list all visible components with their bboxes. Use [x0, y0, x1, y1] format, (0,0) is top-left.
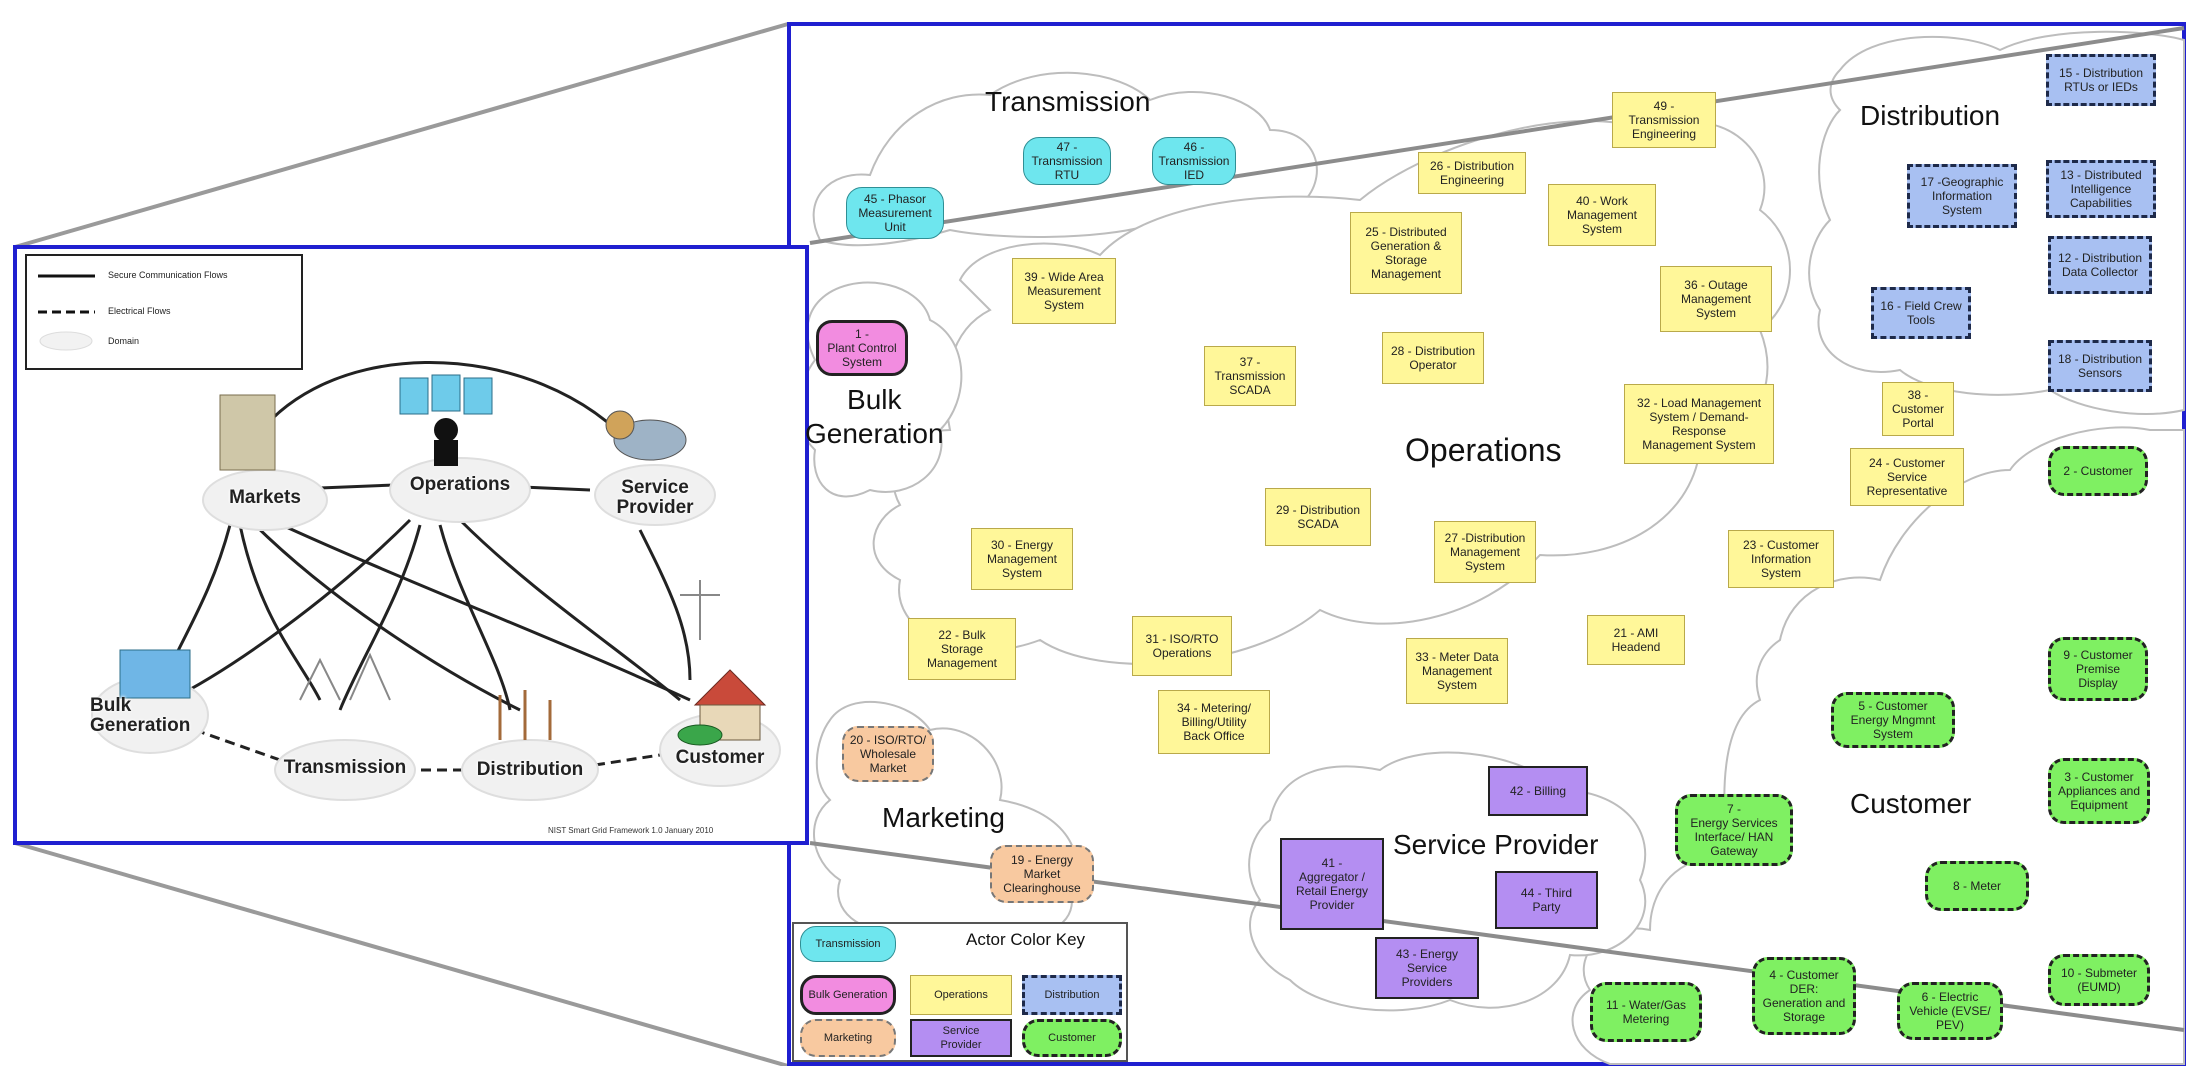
overview-label-bulk-generation: Bulk Generation	[90, 695, 191, 736]
actor-box-7: 7 - Energy Services Interface/ HAN Gatew…	[1675, 794, 1793, 866]
domain-label-bulk-generation: Bulk Generation	[805, 384, 944, 449]
actor-box-2: 2 - Customer	[2048, 446, 2148, 496]
zoom-line-bottom	[14, 841, 789, 1066]
color-key-item-dist: Distribution	[1022, 975, 1122, 1015]
actor-box-31: 31 - ISO/RTO Operations	[1132, 616, 1232, 676]
actor-box-45: 45 - Phasor Measurement Unit	[846, 187, 944, 239]
actor-box-18: 18 - Distribution Sensors	[2048, 340, 2152, 392]
actor-box-29: 29 - Distribution SCADA	[1265, 488, 1371, 546]
overview-label-service-provider: Service Provider	[616, 477, 694, 518]
distribution-pole-icon	[498, 690, 552, 740]
color-key-item-mkt: Marketing	[800, 1019, 896, 1057]
electric-car-icon	[677, 724, 723, 746]
actor-box-32: 32 - Load Management System / Demand- Re…	[1624, 384, 1774, 464]
actor-box-20: 20 - ISO/RTO/ Wholesale Market	[842, 726, 934, 782]
transmission-tower-icon	[299, 652, 391, 701]
service-person-icon	[605, 410, 635, 440]
domain-label-transmission: Transmission	[985, 86, 1151, 117]
color-key-title: Actor Color Key	[966, 930, 1086, 949]
actor-box-37: 37 - Transmission SCADA	[1204, 346, 1296, 406]
overview-label-distribution: Distribution	[476, 759, 584, 780]
actor-box-22: 22 - Bulk Storage Management	[908, 618, 1016, 680]
actor-box-5: 5 - Customer Energy Mngmnt System	[1831, 692, 1955, 748]
actor-box-11: 11 - Water/Gas Metering	[1590, 982, 1702, 1042]
actor-box-49: 49 - Transmission Engineering	[1612, 92, 1716, 148]
actor-box-9: 9 - Customer Premise Display	[2048, 637, 2148, 701]
detail-cross-line-top	[809, 26, 2185, 245]
actor-box-40: 40 - Work Management System	[1548, 184, 1656, 246]
legend-secure-flows: Secure Communication Flows	[108, 270, 228, 280]
color-key-item-cust: Customer	[1022, 1019, 1122, 1057]
actor-box-33: 33 - Meter Data Management System	[1406, 638, 1508, 704]
overview-footer: NIST Smart Grid Framework 1.0 January 20…	[548, 826, 714, 835]
actor-box-34: 34 - Metering/ Billing/Utility Back Offi…	[1158, 690, 1270, 754]
actor-box-30: 30 - Energy Management System	[971, 528, 1073, 590]
color-key-item-sp: Service Provider	[910, 1019, 1012, 1057]
actor-box-12: 12 - Distribution Data Collector	[2048, 236, 2152, 294]
operator-person-icon	[434, 418, 458, 442]
actor-box-46: 46 - Transmission IED	[1152, 137, 1236, 185]
overview-label-markets: Markets	[229, 487, 301, 508]
wind-turbine-icon	[680, 580, 720, 640]
actor-box-10: 10 - Submeter (EUMD)	[2048, 954, 2150, 1006]
actor-box-1: 1 - Plant Control System	[816, 320, 908, 376]
legend-electrical-flows: Electrical Flows	[108, 306, 171, 316]
actor-box-44: 44 - Third Party	[1495, 871, 1598, 929]
actor-box-27: 27 -Distribution Management System	[1434, 521, 1536, 583]
service-provider-cloud	[1248, 751, 1647, 1012]
actor-box-25: 25 - Distributed Generation & Storage Ma…	[1350, 212, 1462, 294]
actor-box-39: 39 - Wide Area Measurement System	[1012, 258, 1116, 324]
actor-box-24: 24 - Customer Service Representative	[1850, 448, 1964, 506]
overview-label-transmission: Transmission	[283, 757, 407, 778]
domain-label-service-provider: Service Provider	[1393, 829, 1599, 860]
actor-box-13: 13 - Distributed Intelligence Capabiliti…	[2046, 160, 2156, 218]
color-key-item-trans: Transmission	[800, 926, 896, 962]
color-key-item-ops: Operations	[910, 975, 1012, 1015]
actor-box-4: 4 - Customer DER: Generation and Storage	[1752, 957, 1856, 1035]
actor-box-17: 17 -Geographic Information System	[1907, 164, 2017, 228]
actor-box-47: 47 - Transmission RTU	[1023, 137, 1111, 185]
domain-label-operations: Operations	[1405, 432, 1562, 468]
domain-label-customer: Customer	[1850, 788, 1972, 819]
markets-building-icon	[219, 394, 276, 471]
actor-box-16: 16 - Field Crew Tools	[1871, 287, 1971, 339]
actor-box-3: 3 - Customer Appliances and Equipment	[2048, 758, 2150, 824]
overview-label-operations: Operations	[409, 474, 511, 495]
overview-domain-clouds	[91, 457, 781, 801]
actor-box-21: 21 - AMI Headend	[1587, 615, 1685, 665]
actor-box-6: 6 - Electric Vehicle (EVSE/ PEV)	[1897, 982, 2003, 1040]
actor-box-43: 43 - Energy Service Providers	[1375, 937, 1479, 999]
actor-box-41: 41 - Aggregator / Retail Energy Provider	[1280, 838, 1384, 930]
zoom-line-top	[14, 22, 789, 249]
actor-box-8: 8 - Meter	[1925, 861, 2029, 911]
operations-monitor-icon	[399, 377, 429, 415]
actor-box-23: 23 - Customer Information System	[1728, 530, 1834, 588]
overview-label-customer: Customer	[675, 747, 765, 768]
bulk-generation-dam-icon	[119, 649, 191, 699]
operations-cloud	[872, 119, 1791, 665]
overview-icons	[119, 374, 767, 746]
domain-clouds	[796, 30, 2185, 1065]
legend-domain: Domain	[108, 336, 140, 346]
actor-box-38: 38 - Customer Portal	[1882, 382, 1954, 436]
actor-box-26: 26 - Distribution Engineering	[1418, 152, 1526, 194]
actor-box-15: 15 - Distribution RTUs or IEDs	[2046, 54, 2156, 106]
actor-box-36: 36 - Outage Management System	[1660, 266, 1772, 332]
actor-box-28: 28 - Distribution Operator	[1382, 332, 1484, 384]
domain-label-marketing: Marketing	[882, 802, 1005, 833]
actor-box-19: 19 - Energy Market Clearinghouse	[990, 845, 1094, 903]
domain-label-distribution: Distribution	[1860, 100, 2001, 131]
color-key-item-bulk: Bulk Generation	[800, 975, 896, 1015]
actor-box-42: 42 - Billing	[1488, 766, 1588, 816]
